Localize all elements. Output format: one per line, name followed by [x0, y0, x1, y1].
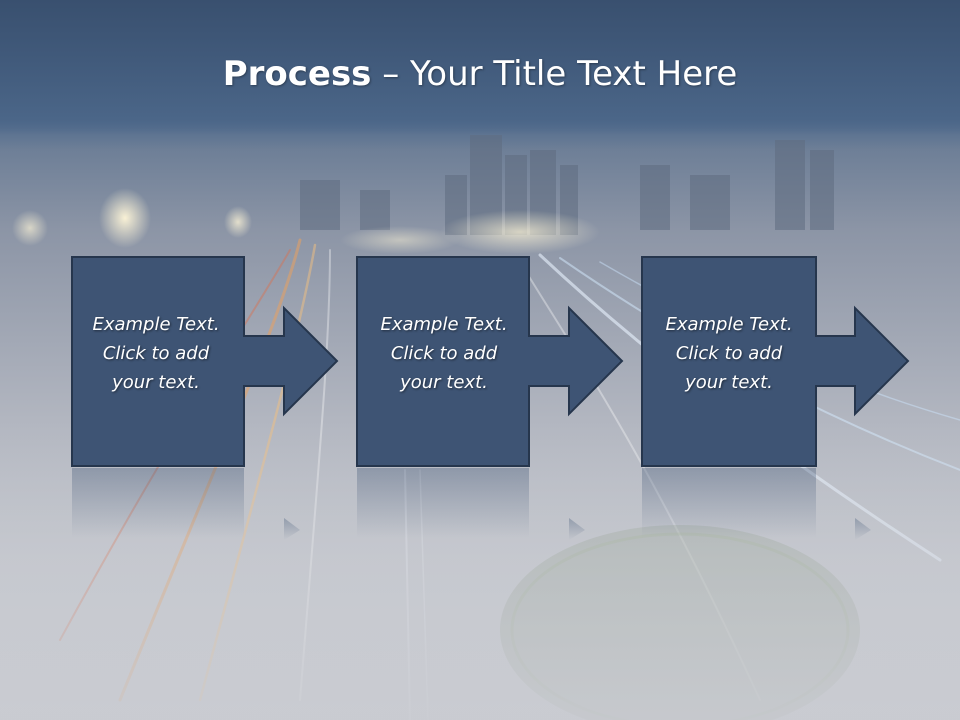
step-1-line-3: your text.: [112, 372, 200, 393]
step-2-line-2: Click to add: [390, 343, 498, 364]
step-3-text[interactable]: Example Text. Click to add your text.: [642, 310, 816, 397]
slide-title[interactable]: Process – Your Title Text Here: [0, 52, 960, 96]
step-3-line-1: Example Text.: [665, 314, 793, 335]
step-2-text[interactable]: Example Text. Click to add your text.: [357, 310, 531, 397]
arrow-1-reflection: [284, 518, 300, 540]
arrow-2-reflection: [569, 518, 585, 540]
step-3-line-3: your text.: [685, 372, 773, 393]
arrow-3-reflection: [855, 518, 871, 540]
step-1-shape[interactable]: [71, 256, 339, 467]
step-1-reflection: [72, 468, 244, 538]
step-2-shape[interactable]: [356, 256, 624, 467]
step-1-line-1: Example Text.: [92, 314, 220, 335]
step-3-line-2: Click to add: [675, 343, 783, 364]
title-bold-text: Process: [222, 54, 372, 94]
step-2-reflection: [357, 468, 529, 538]
step-1-text[interactable]: Example Text. Click to add your text.: [69, 310, 243, 397]
step-3-reflection: [642, 468, 816, 538]
step-1-line-2: Click to add: [102, 343, 210, 364]
step-2-line-1: Example Text.: [380, 314, 508, 335]
title-band: [0, 0, 960, 135]
title-rest-text: – Your Title Text Here: [371, 54, 738, 94]
step-2-line-3: your text.: [400, 372, 488, 393]
step-3-shape[interactable]: [641, 256, 910, 467]
